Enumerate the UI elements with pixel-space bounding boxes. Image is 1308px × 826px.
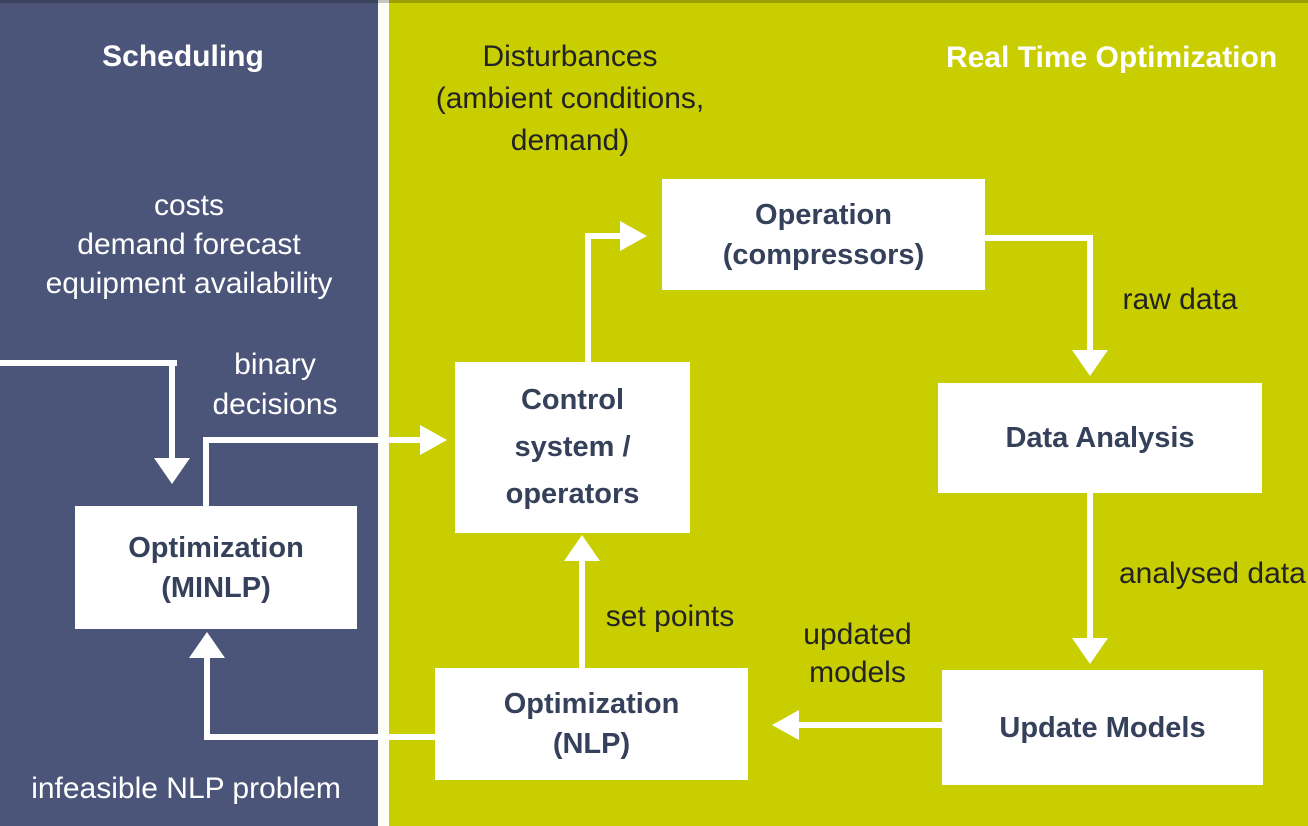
arrow-segment xyxy=(0,360,177,366)
operation-box: Operation (compressors) xyxy=(662,179,985,290)
arrow-segment xyxy=(1087,235,1093,352)
control-system-box: Control system / operators xyxy=(455,362,690,533)
arrow-segment xyxy=(204,734,435,740)
scheduling-title: Scheduling xyxy=(102,40,264,73)
update-models-box: Update Models xyxy=(942,670,1263,785)
arrowhead-right-icon xyxy=(420,425,447,455)
arrow-segment xyxy=(985,235,1092,241)
arrow-segment xyxy=(798,722,942,728)
arrowhead-down-icon xyxy=(1072,638,1108,664)
arrowhead-right-icon xyxy=(620,221,647,251)
disturbances-label: Disturbances (ambient conditions, demand… xyxy=(435,40,705,157)
arrow-segment xyxy=(204,656,210,740)
raw-data-label: raw data xyxy=(1122,283,1238,316)
arrow-segment xyxy=(169,360,175,460)
arrow-segment xyxy=(203,437,422,443)
arrow-segment xyxy=(585,233,591,362)
arrowhead-up-icon xyxy=(189,632,225,658)
top-edge-shade xyxy=(0,0,1308,3)
arrowhead-down-icon xyxy=(1072,350,1108,376)
arrow-segment xyxy=(579,559,585,668)
arrowhead-down-icon xyxy=(154,458,190,484)
nlp-box: Optimization (NLP) xyxy=(435,668,748,780)
minlp-box: Optimization (MINLP) xyxy=(75,506,357,629)
infeasible-nlp-label: infeasible NLP problem xyxy=(31,772,341,805)
arrow-segment xyxy=(203,437,209,507)
scheduling-inputs-label: costs demand forecast equipment availabi… xyxy=(45,189,333,300)
updated-models-label: updated models xyxy=(803,618,912,689)
rto-title: Real Time Optimization xyxy=(946,41,1278,74)
arrowhead-left-icon xyxy=(772,710,799,740)
arrow-segment xyxy=(1087,493,1093,640)
arrow-segment xyxy=(585,233,622,239)
arrowhead-up-icon xyxy=(564,535,600,561)
scheduling-panel xyxy=(0,0,378,826)
data-analysis-box: Data Analysis xyxy=(938,383,1262,493)
analysed-data-label: analysed data xyxy=(1119,557,1306,590)
binary-decisions-label: binary decisions xyxy=(212,348,338,421)
set-points-label: set points xyxy=(605,600,735,633)
